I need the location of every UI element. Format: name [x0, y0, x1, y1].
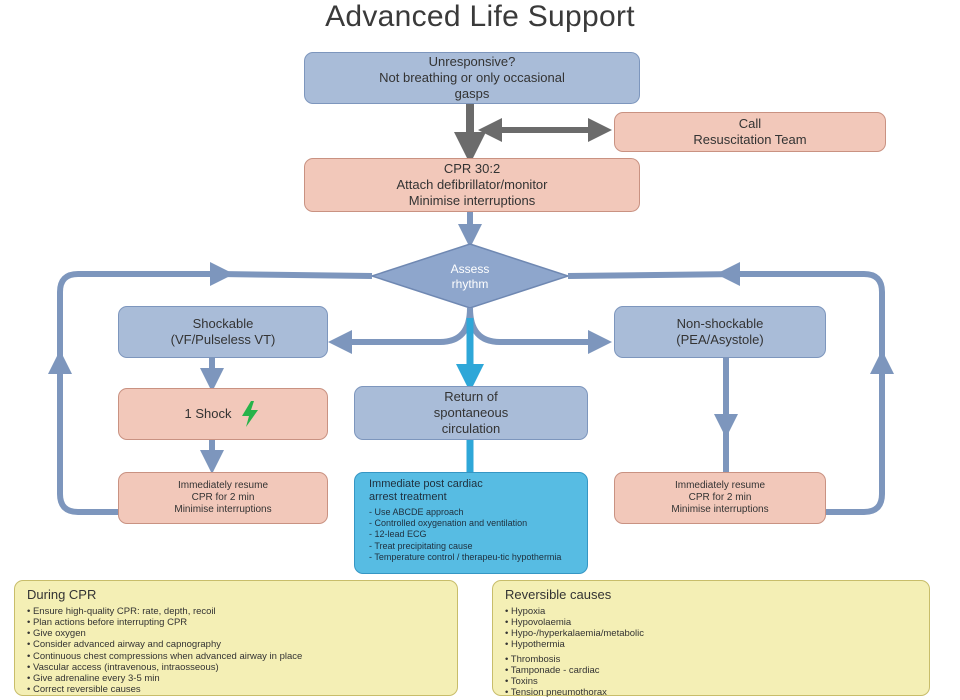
during-cpr-item: Give oxygen	[27, 628, 302, 639]
assess-line-1: Assess	[450, 262, 490, 276]
post-arrest-item: Use ABCDE approach	[369, 507, 573, 518]
post-arrest-item: Treat precipitating cause	[369, 541, 573, 552]
reversible-cause-item: Hypovolaemia	[505, 617, 644, 628]
loop-right	[740, 271, 885, 515]
reversible-cause-item: Tension pneumothorax	[505, 687, 644, 698]
resume-cpr-left-box: Immediately resume CPR for 2 min Minimis…	[118, 472, 328, 524]
resume-right-line-2: CPR for 2 min	[688, 491, 752, 503]
assess-line-2: rhythm	[451, 277, 489, 291]
during-cpr-item: Vascular access (intravenous, intraosseo…	[27, 662, 302, 673]
call-resuscitation-team-box: Call Resuscitation Team	[614, 112, 886, 152]
loop-left	[57, 271, 220, 515]
rosc-line-1: Return of	[444, 389, 498, 405]
post-arrest-item: Controlled oxygenation and ventilation	[369, 518, 573, 529]
reversible-cause-item: Tamponade - cardiac	[505, 665, 644, 676]
loop-left-to-diamond	[219, 271, 373, 279]
loop-right-to-diamond	[567, 271, 741, 279]
reversible-causes-list: Hypoxia Hypovolaemia Hypo-/hyperkalaemia…	[505, 606, 644, 699]
reversible-cause-item: Hypothermia	[505, 639, 644, 650]
nonshockable-box: Non-shockable (PEA/Asystole)	[614, 306, 826, 358]
reversible-causes-heading: Reversible causes	[505, 587, 612, 602]
during-cpr-heading: During CPR	[27, 587, 97, 602]
cpr-box: CPR 30:2 Attach defibrillator/monitor Mi…	[304, 158, 640, 212]
nonshockable-line-1: Non-shockable	[676, 316, 764, 332]
during-cpr-item: Correct reversible causes	[27, 684, 302, 695]
page-title: Advanced Life Support	[325, 0, 635, 33]
reversible-cause-item: Toxins	[505, 676, 644, 687]
reversible-causes-box: Reversible causes Hypoxia Hypovolaemia H…	[492, 580, 930, 699]
resume-left-line-3: Minimise interruptions	[174, 504, 272, 516]
unresponsive-line-2: Not breathing or only occasional	[379, 70, 565, 86]
branch-to-nonshockable	[467, 307, 612, 354]
during-cpr-item: Ensure high-quality CPR: rate, depth, re…	[27, 606, 302, 617]
cpr-line-2: Attach defibrillator/monitor	[396, 177, 548, 193]
unresponsive-box: Unresponsive? Not breathing or only occa…	[304, 52, 640, 104]
unresponsive-line-3: gasps	[454, 85, 490, 101]
during-cpr-box: During CPR Ensure high-quality CPR: rate…	[14, 580, 458, 696]
during-cpr-item: Plan actions before interrupting CPR	[27, 617, 302, 628]
post-arrest-heading-1: Immediate post cardiac	[369, 478, 483, 490]
resume-left-line-2: CPR for 2 min	[191, 491, 255, 503]
cpr-line-3: Minimise interruptions	[408, 192, 536, 208]
reversible-cause-item: Thrombosis	[505, 654, 644, 665]
cpr-line-1: CPR 30:2	[443, 161, 501, 177]
reversible-cause-item: Hypo-/hyperkalaemia/metabolic	[505, 628, 644, 639]
during-cpr-item: Consider advanced airway and capnography	[27, 639, 302, 650]
unresponsive-line-1: Unresponsive?	[428, 54, 516, 70]
rosc-box: Return of spontaneous circulation	[354, 386, 588, 440]
resume-cpr-right-box: Immediately resume CPR for 2 min Minimis…	[614, 472, 826, 524]
lightning-bolt-icon	[242, 401, 259, 427]
rosc-line-3: circulation	[441, 420, 501, 436]
assess-rhythm-label: Assess rhythm	[395, 262, 545, 292]
one-shock-box: 1 Shock	[118, 388, 328, 440]
post-arrest-item: Temperature control / therapeu-tic hypot…	[369, 552, 573, 563]
shockable-box: Shockable (VF/Pulseless VT)	[118, 306, 328, 358]
resume-left-line-1: Immediately resume	[177, 479, 269, 491]
call-line-2: Resuscitation Team	[693, 132, 807, 147]
post-arrest-treatment-box: Immediate post cardiac arrest treatment …	[354, 472, 588, 574]
shockable-line-1: Shockable	[192, 316, 254, 332]
during-cpr-item: Give adrenaline every 3-5 min	[27, 673, 302, 684]
post-arrest-item: 12-lead ECG	[369, 529, 573, 540]
resume-right-line-1: Immediately resume	[674, 479, 766, 491]
during-cpr-item: Continuous chest compressions when advan…	[27, 651, 302, 662]
post-arrest-heading-2: arrest treatment	[369, 491, 447, 504]
resume-right-line-3: Minimise interruptions	[671, 504, 769, 516]
rosc-line-2: spontaneous	[433, 405, 509, 421]
during-cpr-list: Ensure high-quality CPR: rate, depth, re…	[27, 606, 302, 696]
nonshockable-line-2: (PEA/Asystole)	[676, 332, 764, 347]
shock-label: 1 Shock	[184, 406, 232, 422]
call-line-1: Call	[738, 116, 762, 132]
reversible-cause-item: Hypoxia	[505, 606, 644, 617]
post-arrest-list: Use ABCDE approach Controlled oxygenatio…	[369, 507, 573, 563]
shockable-line-2: (VF/Pulseless VT)	[170, 332, 276, 347]
branch-to-shockable	[328, 307, 473, 354]
